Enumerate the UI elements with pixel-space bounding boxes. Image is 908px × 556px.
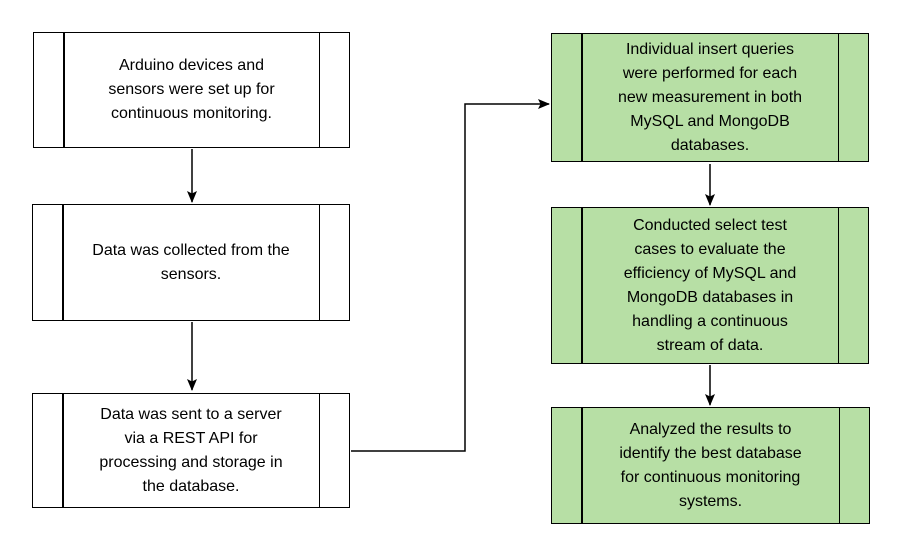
step-text-line: Data was collected from the [92, 241, 290, 259]
flow-step-data-sent-rest-api: Data was sent to a server via a REST API… [32, 393, 350, 508]
step-text-line: Individual insert queries [625, 40, 795, 58]
step-text-line: identify the best database [619, 444, 802, 462]
step-text-line: sensors were set up for [108, 81, 275, 98]
step-text-line: databases. [670, 136, 750, 154]
predefined-process-left-bar [62, 205, 64, 320]
predefined-process-left-bar [581, 34, 583, 161]
step-text: Individual insert queries were performed… [552, 38, 868, 158]
predefined-process-left-bar [581, 408, 583, 523]
connector-sent-to-insert [351, 99, 550, 452]
step-text-line: for continuous monitoring [620, 468, 801, 486]
step-text: Data was collected from the sensors. [33, 239, 349, 287]
flow-step-analyzed-results: Analyzed the results to identify the bes… [551, 407, 870, 524]
predefined-process-left-bar [581, 208, 583, 363]
step-text-line: efficiency of MySQL and [623, 264, 797, 282]
predefined-process-right-bar [837, 34, 839, 161]
step-text-line: cases to evaluate the [634, 240, 786, 258]
predefined-process-right-bar [838, 408, 840, 523]
flow-step-select-test-cases: Conducted select test cases to evaluate … [551, 207, 869, 364]
step-text-line: MongoDB databases in [626, 288, 794, 306]
step-text: Analyzed the results to identify the bes… [552, 418, 869, 514]
step-text: Arduino devices and sensors were set up … [34, 54, 349, 126]
step-text-line: continuous monitoring. [111, 105, 272, 122]
step-text-line: via a REST API for [124, 429, 258, 447]
flow-step-data-collected: Data was collected from the sensors. [32, 204, 350, 321]
step-text-line: sensors. [160, 265, 222, 283]
step-text-line: Conducted select test [633, 216, 787, 234]
predefined-process-left-bar [62, 394, 64, 507]
predefined-process-right-bar [318, 205, 320, 320]
flow-step-insert-queries: Individual insert queries were performed… [551, 33, 869, 162]
step-text-line: MySQL and MongoDB [630, 112, 790, 130]
step-text: Conducted select test cases to evaluate … [552, 214, 868, 358]
step-text-line: the database. [142, 477, 240, 495]
step-text-line: stream of data. [656, 336, 764, 354]
step-text-line: processing and storage in [99, 453, 283, 471]
step-text-line: Data was sent to a server [100, 405, 282, 423]
predefined-process-right-bar [318, 394, 320, 507]
predefined-process-left-bar [63, 33, 65, 147]
step-text-line: were performed for each [622, 64, 798, 82]
step-text: Data was sent to a server via a REST API… [33, 403, 349, 499]
predefined-process-right-bar [837, 208, 839, 363]
step-text-line: new measurement in both [617, 88, 803, 106]
step-text-line: handling a continuous [632, 312, 788, 330]
step-text-line: Analyzed the results to [629, 420, 792, 438]
step-text-line: Arduino devices and [119, 57, 264, 74]
flow-step-arduino-setup: Arduino devices and sensors were set up … [33, 32, 350, 148]
predefined-process-right-bar [318, 33, 320, 147]
step-text-line: systems. [678, 492, 743, 510]
